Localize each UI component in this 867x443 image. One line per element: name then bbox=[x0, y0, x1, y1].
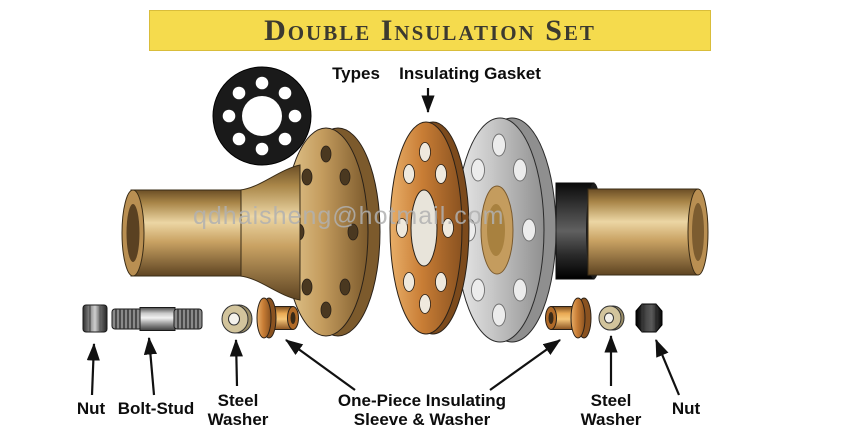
label-bolt-stud: Bolt-Stud bbox=[117, 399, 195, 418]
black-gasket-center-hole bbox=[242, 96, 282, 136]
label-insulating-gasket: Insulating Gasket bbox=[399, 64, 541, 83]
right-pipe-bore bbox=[692, 203, 704, 261]
arrow-nut-right bbox=[654, 338, 681, 396]
arrow-bolt-stud bbox=[143, 336, 158, 396]
gasket-bolt-holes bbox=[396, 142, 454, 314]
insulating-gasket bbox=[389, 121, 470, 335]
steel-washer-left bbox=[221, 304, 253, 334]
title-banner: Double Insulation Set bbox=[149, 10, 711, 51]
label-one-piece-sleeve: One-Piece Insulating Sleeve & Washer bbox=[337, 391, 507, 429]
right-pipe bbox=[555, 182, 709, 280]
hex-nut-left bbox=[82, 304, 108, 333]
label-steel-washer-right: Steel Washer bbox=[580, 391, 642, 429]
bolt-threads-right bbox=[177, 309, 199, 329]
callout-arrows bbox=[86, 88, 681, 396]
black-gasket-type bbox=[212, 66, 312, 166]
bolt-shank bbox=[139, 307, 176, 331]
left-pipe-bore bbox=[126, 204, 140, 262]
hex-nut-right bbox=[635, 303, 663, 333]
left-pipe-body bbox=[130, 189, 242, 277]
right-flange-hub-center bbox=[487, 204, 505, 256]
arrow-nut-left bbox=[86, 342, 100, 396]
gasket-center-hole bbox=[410, 189, 438, 267]
left-flange-cone bbox=[239, 164, 301, 301]
steel-washer-right bbox=[598, 305, 625, 331]
arrow-sleeve-right bbox=[489, 339, 561, 391]
right-pipe-body bbox=[587, 188, 699, 276]
arrow-steel-washer-left bbox=[229, 338, 243, 387]
bolt-stud bbox=[111, 307, 203, 331]
black-gasket-bolt-holes bbox=[222, 76, 302, 156]
arrow-sleeve-left bbox=[285, 339, 356, 391]
insulating-sleeve-right bbox=[545, 297, 592, 339]
right-flange bbox=[455, 117, 557, 343]
page-title: Double Insulation Set bbox=[264, 13, 596, 47]
left-flange-assembly bbox=[121, 127, 381, 337]
label-types: Types bbox=[332, 64, 380, 83]
left-flange-bolt-holes bbox=[293, 145, 359, 319]
label-steel-washer-left: Steel Washer bbox=[207, 391, 269, 429]
label-nut-left: Nut bbox=[76, 399, 106, 418]
right-flange-bolt-holes bbox=[462, 133, 536, 327]
label-nut-right: Nut bbox=[671, 399, 701, 418]
bolt-threads-left bbox=[115, 309, 137, 329]
insulating-sleeve-left bbox=[256, 297, 299, 339]
